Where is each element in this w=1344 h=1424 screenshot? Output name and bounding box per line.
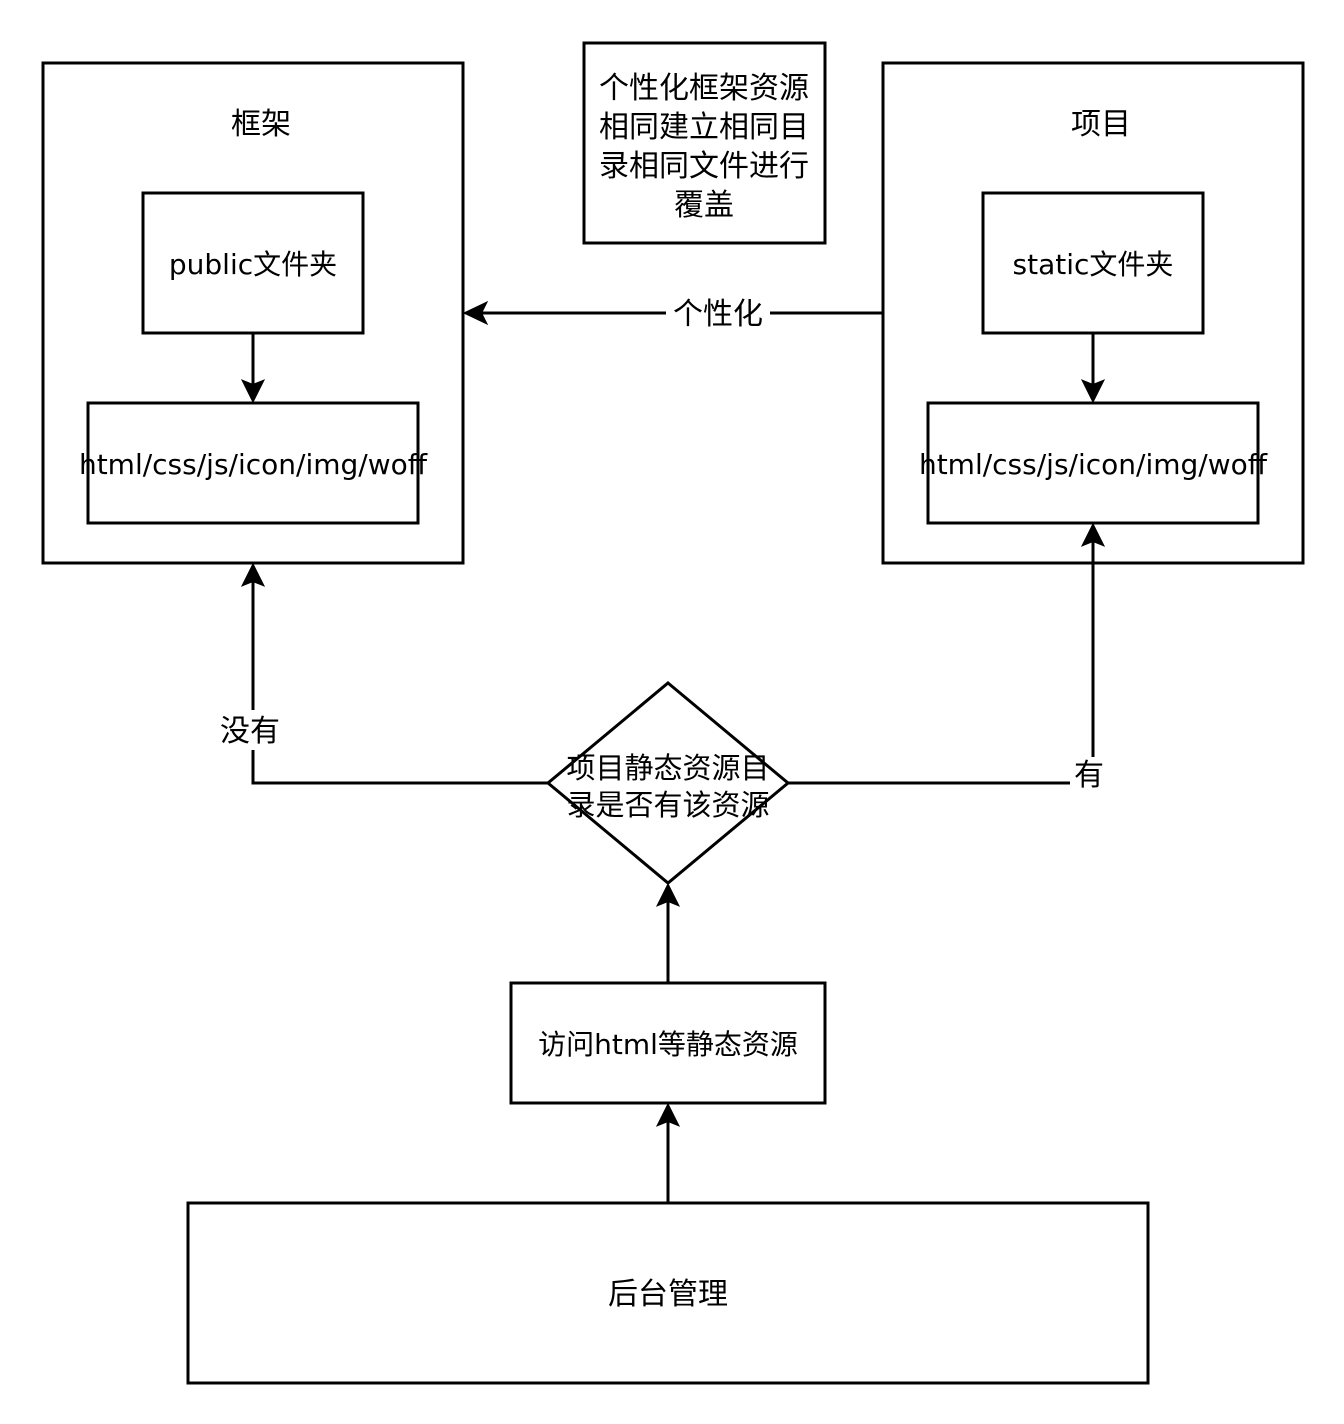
access-node: 访问html等静态资源	[509, 981, 827, 1105]
project-resources-node: html/css/js/icon/img/woff	[919, 401, 1268, 525]
project-resources-box	[926, 401, 1260, 525]
admin-label: 后台管理	[608, 1277, 728, 1312]
arrowhead-icon	[655, 882, 681, 907]
arrowhead-icon	[240, 379, 266, 404]
decision-node: 项目静态资源目 录是否有该资源	[545, 681, 791, 885]
edge-yes: 有	[788, 522, 1112, 795]
note-line-1: 个性化框架资源	[599, 71, 809, 106]
public-folder-label: public文件夹	[169, 248, 337, 281]
note-box	[582, 41, 827, 245]
arrowhead-icon	[462, 300, 489, 326]
project-title: 项目	[1071, 107, 1131, 142]
static-folder-node: static文件夹	[981, 191, 1205, 335]
note-line-4: 覆盖	[674, 188, 734, 223]
edge-personalize: 个性化	[462, 293, 883, 333]
project-resources-label: html/css/js/icon/img/woff	[919, 448, 1268, 481]
edge-admin-to-access	[655, 1102, 681, 1203]
admin-node: 后台管理	[186, 1201, 1150, 1385]
note-node: 个性化框架资源 相同建立相同目 录相同文件进行 覆盖	[582, 41, 827, 245]
note-line-2: 相同建立相同目	[599, 110, 809, 145]
admin-box	[186, 1201, 1150, 1385]
edge-label-no: 没有	[220, 714, 280, 749]
edge-static-to-resources	[1080, 333, 1106, 404]
arrowhead-icon	[240, 562, 266, 587]
access-box	[509, 981, 827, 1105]
public-folder-node: public文件夹	[141, 191, 365, 335]
public-folder-box	[141, 191, 365, 335]
note-line-3: 录相同文件进行	[599, 149, 809, 184]
access-label: 访问html等静态资源	[538, 1028, 798, 1061]
edge-access-to-decision	[655, 882, 681, 983]
static-folder-box	[981, 191, 1205, 335]
edge-public-to-resources	[240, 333, 266, 404]
edge-label-personalize: 个性化	[673, 297, 763, 332]
edge-label-yes: 有	[1074, 758, 1104, 793]
framework-resources-label: html/css/js/icon/img/woff	[79, 448, 428, 481]
arrowhead-icon	[1080, 379, 1106, 404]
arrowhead-icon	[655, 1102, 681, 1127]
decision-line-2: 录是否有该资源	[566, 788, 769, 822]
arrowhead-icon	[1080, 522, 1106, 547]
framework-title: 框架	[231, 107, 291, 142]
static-folder-label: static文件夹	[1013, 248, 1174, 281]
decision-line-1: 项目静态资源目	[566, 751, 769, 785]
framework-resources-box	[86, 401, 420, 525]
framework-resources-node: html/css/js/icon/img/woff	[79, 401, 428, 525]
edge-no: 没有	[214, 562, 548, 785]
